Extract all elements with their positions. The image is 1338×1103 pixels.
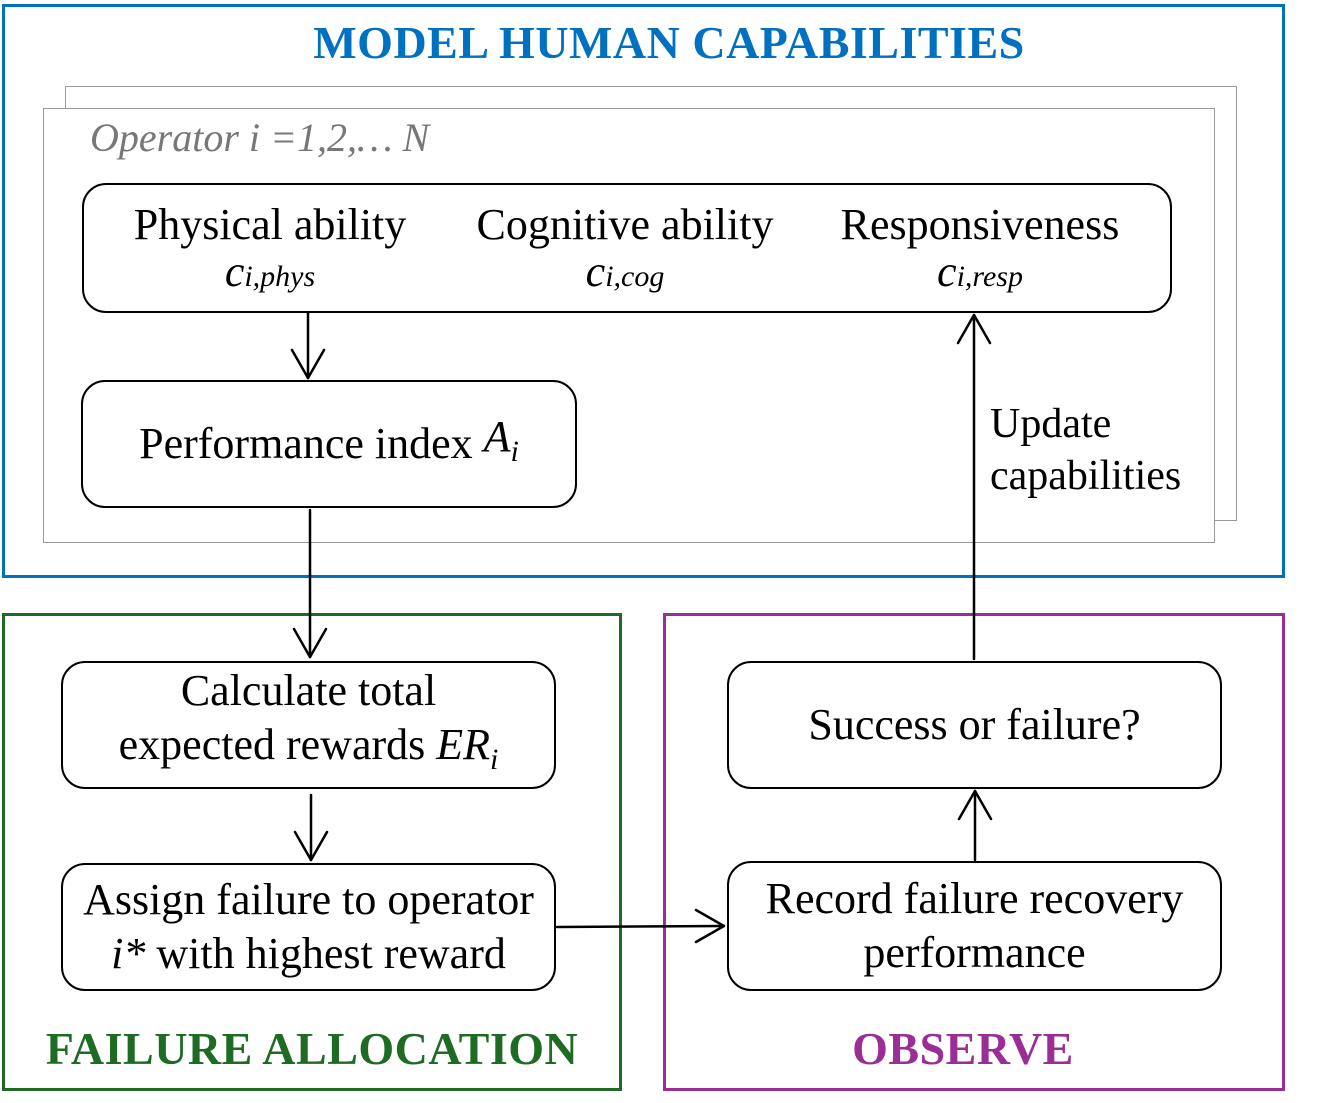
- performance-index-box: Performance index Ai: [81, 380, 577, 508]
- assign-failure-box: Assign failure to operator i* with highe…: [61, 863, 556, 991]
- model-capabilities-title: MODEL HUMAN CAPABILITIES: [313, 17, 1025, 68]
- calculate-rewards-box: Calculate total expected rewards ERi: [61, 661, 556, 789]
- performance-index-symbol: Ai: [483, 411, 519, 468]
- responsiveness: Responsiveness ci,resp: [820, 200, 1140, 299]
- model-capabilities-frame: [2, 4, 1285, 578]
- failure-allocation-title: FAILURE ALLOCATION: [45, 1023, 579, 1074]
- responsiveness-symbol: ci,resp: [937, 247, 1023, 296]
- physical-ability-label: Physical ability: [133, 200, 407, 249]
- operator-label: Operator i =1,2,… N: [90, 115, 430, 160]
- responsiveness-label: Responsiveness: [840, 200, 1120, 249]
- record-performance-box: Record failure recovery performance: [727, 861, 1222, 991]
- cognitive-ability: Cognitive ability ci,cog: [465, 200, 785, 299]
- capabilities-box: [82, 183, 1172, 313]
- cognitive-ability-label: Cognitive ability: [476, 200, 774, 249]
- arrow-assign-to-record: [555, 924, 726, 929]
- cognitive-ability-symbol: ci,cog: [585, 247, 665, 296]
- observe-title: OBSERVE: [852, 1023, 1074, 1074]
- physical-ability-symbol: ci,phys: [224, 247, 316, 296]
- failure-allocation-frame: [2, 613, 622, 1091]
- performance-index-label: Performance index: [139, 419, 484, 468]
- success-failure-box: Success or failure?: [727, 661, 1222, 789]
- physical-ability: Physical ability ci,phys: [110, 200, 430, 299]
- update-capabilities-label: Update capabilities: [990, 401, 1182, 499]
